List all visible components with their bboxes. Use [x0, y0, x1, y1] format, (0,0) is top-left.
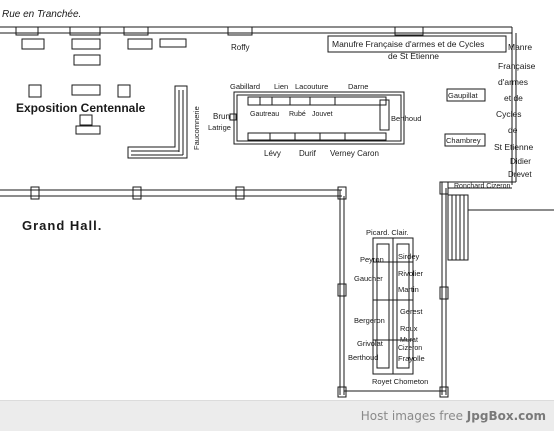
- exhibitor-verney-caron: Verney Caron: [330, 149, 379, 158]
- manufacture-banner-line2: de St Etienne: [388, 51, 439, 61]
- exhibitor-sirdey: Sirdey: [398, 252, 420, 261]
- exhibitor-durif: Durif: [299, 149, 317, 158]
- floor-plan-map: Rue en Tranchée. Exposition Centennale G…: [0, 9, 554, 398]
- exhibitor-ronchard-cizeron: Ronchard Cizeron: [454, 183, 511, 190]
- exhibitor-gaucher: Gaucher: [354, 274, 383, 283]
- exhibitor-drevet: Drevet: [508, 170, 532, 179]
- watermark-brand: JpgBox.com: [466, 409, 546, 423]
- manufacture-side-3: et de: [504, 93, 523, 103]
- exhibitor-jouvet: Jouvet: [312, 111, 333, 118]
- exhibitor-rube: Rubé: [289, 111, 306, 118]
- exhibitor-berthoud-top: Berthoud: [391, 114, 421, 123]
- watermark-footer: Host images free JpgBox.com: [0, 400, 554, 431]
- exhibitor-levy: Lévy: [264, 149, 281, 158]
- manufacture-side-6: St Etienne: [494, 142, 533, 152]
- exhibitor-grivolat: Grivolat: [357, 339, 384, 348]
- exhibitor-darne: Darne: [348, 82, 368, 91]
- exhibitor-martin: Martin: [398, 285, 419, 294]
- exhibitor-berthoud-bottom: Berthoud: [348, 353, 378, 362]
- manufacture-side-4: Cycles: [496, 109, 522, 119]
- watermark-prefix: Host images free: [360, 409, 463, 423]
- exhibitor-royet-chometon: Royet Chometon: [372, 377, 428, 386]
- exhibitor-bergeron: Bergeron: [354, 316, 385, 325]
- exhibitor-gerest: Gerest: [400, 307, 423, 316]
- manufacture-side-0: Manre: [508, 42, 532, 52]
- exhibitor-lacouture: Lacouture: [295, 82, 328, 91]
- exhibitor-rivolier: Rivolier: [398, 269, 424, 278]
- exhibitor-latrige: Latrige: [208, 123, 231, 132]
- exhibitor-lien: Lien: [274, 82, 288, 91]
- grand-hall-label: Grand Hall.: [22, 218, 102, 233]
- watermark-text[interactable]: Host images free JpgBox.com: [361, 409, 546, 423]
- exhibitor-picard-clair: Picard. Clair.: [366, 228, 409, 237]
- exhibitor-didier: Didier: [510, 157, 531, 166]
- exhibitor-roux: Roux: [400, 324, 418, 333]
- exhibitor-gabillard: Gabillard: [230, 82, 260, 91]
- manufacture-banner: Manufre Française d'armes et de Cycles: [332, 39, 484, 49]
- exhibitor-chambrey: Chambrey: [446, 136, 481, 145]
- manufacture-side-5: de: [508, 125, 518, 135]
- exhibitor-frayolle: Frayolle: [398, 354, 425, 363]
- exhibitor-murat: Murat: [400, 337, 418, 344]
- manufacture-side-2: d'armes: [498, 77, 528, 87]
- exhibitor-peyron: Peyron: [360, 255, 384, 264]
- exhibitor-faucomnerie: Faucomnerie: [192, 106, 201, 150]
- manufacture-side-1: Française: [498, 61, 536, 71]
- exposition-label: Exposition Centennale: [16, 101, 146, 115]
- exhibitor-brun: Brun: [213, 112, 230, 121]
- street-label: Rue en Tranchée.: [2, 9, 81, 20]
- exhibitor-roffy: Roffy: [231, 43, 250, 52]
- exhibitor-gautreau: Gautreau: [250, 111, 279, 118]
- exhibitor-cizeron: Cizeron: [398, 345, 422, 352]
- exhibitor-gaupillat: Gaupillat: [448, 91, 479, 100]
